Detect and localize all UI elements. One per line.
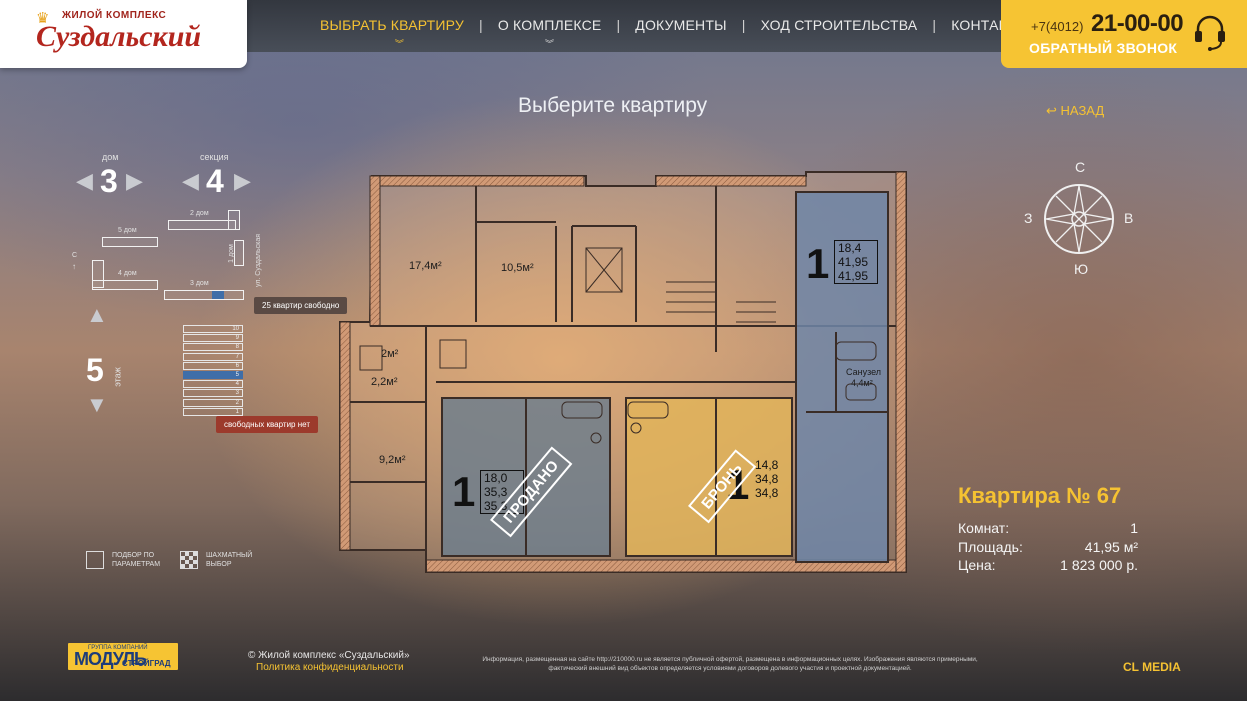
floor-row[interactable]: 7: [183, 352, 243, 361]
house-1-label: 1 дом: [227, 244, 235, 263]
section-next-arrow[interactable]: ▶: [234, 168, 251, 193]
agency-link[interactable]: CL MEDIA: [1123, 660, 1181, 674]
floor-label: этаж: [112, 367, 123, 387]
copyright: © Жилой комплекс «Суздальский»: [248, 650, 410, 661]
logo-title: Суздальский: [36, 20, 202, 53]
menu-about[interactable]: О КОМПЛЕКСЕ︾: [497, 17, 602, 49]
floor-row[interactable]: 2: [183, 398, 243, 407]
floor-up-arrow[interactable]: ▲: [86, 302, 108, 327]
bathroom-label: Санузел: [846, 367, 882, 377]
house-1-block[interactable]: [234, 240, 244, 266]
section-prev-arrow[interactable]: ◀: [182, 168, 199, 193]
floor-row[interactable]: 6: [183, 361, 243, 370]
room-area: 2,2м²: [371, 376, 398, 388]
back-link[interactable]: ↩ НАЗАД: [1046, 103, 1105, 118]
compass-south: Ю: [1074, 261, 1089, 277]
chevron-down-icon: ︾: [394, 39, 405, 49]
house-next-arrow[interactable]: ▶: [126, 168, 143, 193]
north-arrow-icon: ↑: [72, 262, 76, 271]
chess-grid-icon[interactable]: [180, 551, 198, 569]
apartment-rooms-count: 1: [806, 240, 830, 287]
chess-view-link[interactable]: ШАХМАТНЫЙ ВЫБОР: [206, 552, 253, 568]
section-number: 4: [206, 163, 224, 199]
menu-separator: |: [479, 17, 483, 33]
compass-east: В: [1124, 210, 1134, 226]
apartment-rooms-count: 1: [726, 461, 750, 508]
apartment-67[interactable]: [796, 192, 888, 562]
house-3-label: 3 дом: [190, 280, 209, 287]
disclaimer: Информация, размещенная на сайте http://…: [482, 656, 978, 672]
developer-logo[interactable]: ГРУППА КОМПАНИЙ МОДУЛЬ СТРОЙГРАД: [68, 643, 178, 670]
floor-row[interactable]: 5: [183, 371, 243, 379]
house-4-wing[interactable]: [92, 260, 104, 288]
floor-number: 5: [86, 352, 104, 388]
house-label: дом: [102, 152, 119, 162]
menu-separator: |: [616, 17, 621, 33]
menu-construction[interactable]: ХОД СТРОИТЕЛЬСТВА: [760, 17, 918, 33]
apartment-rooms-count: 1: [452, 468, 476, 515]
house-2-label: 2 дом: [190, 210, 209, 217]
free-apartments-tag: 25 квартир свободно: [254, 297, 348, 314]
floor-row[interactable]: 9: [183, 334, 243, 343]
house-number: 3: [100, 163, 118, 199]
house-2-block[interactable]: [168, 220, 236, 230]
params-filter-icon[interactable]: [86, 551, 104, 569]
info-price-row: Цена:1 823 000 р.: [958, 557, 1138, 573]
compass-west: З: [1024, 210, 1033, 226]
house-prev-arrow[interactable]: ◀: [76, 168, 93, 193]
crown-icon: ♛: [36, 10, 50, 27]
menu-documents[interactable]: ДОКУМЕНТЫ: [635, 17, 727, 33]
menu-separator: |: [932, 17, 937, 33]
floor-row[interactable]: 3: [183, 389, 243, 398]
floor-down-arrow[interactable]: ▼: [86, 392, 108, 417]
info-area-row: Площадь:41,95 м²: [958, 539, 1138, 555]
logo-subtitle: ЖИЛОЙ КОМПЛЕКС: [62, 10, 167, 21]
house-2-wing[interactable]: [228, 210, 240, 230]
phone-code: +7(4012): [1031, 19, 1084, 34]
contact-box: +7(4012) 21-00-00 ОБРАТНЫЙ ЗВОНОК: [1001, 0, 1247, 68]
privacy-policy-link[interactable]: Политика конфиденциальности: [256, 662, 404, 673]
floor-row[interactable]: 1: [183, 407, 243, 416]
menu-separator: |: [741, 17, 746, 33]
floor-row[interactable]: 4: [183, 380, 243, 389]
section-label: секция: [200, 152, 229, 162]
street-label: ул. Суздальская: [255, 233, 263, 288]
house-3-block[interactable]: [164, 290, 244, 300]
main-menu: ВЫБРАТЬ КВАРТИРУ︾ | О КОМПЛЕКСЕ︾ | ДОКУМ…: [320, 17, 1043, 49]
room-area: 2м²: [381, 348, 399, 360]
apartment-reserved[interactable]: [626, 398, 792, 556]
house-4-block[interactable]: [92, 280, 158, 290]
back-arrow-icon: ↩: [1046, 103, 1057, 118]
floor-plan: [339, 171, 907, 573]
bathroom-area: 4,4м²: [851, 378, 873, 388]
compass-rose-icon: [1044, 184, 1114, 254]
floor-row[interactable]: 10: [183, 325, 243, 333]
apartment-title: Квартира № 67: [958, 483, 1122, 508]
site-logo[interactable]: ♛ ЖИЛОЙ КОМПЛЕКС Суздальский: [0, 0, 247, 68]
params-filter-link[interactable]: ПОДБОР ПО ПАРАМЕТРАМ: [112, 552, 161, 568]
room-area: 9,2м²: [379, 454, 406, 466]
compass-north: С: [1075, 159, 1086, 175]
floor-row[interactable]: 8: [183, 343, 243, 352]
page-title: Выберите квартиру: [518, 94, 708, 117]
menu-choose-apartment[interactable]: ВЫБРАТЬ КВАРТИРУ︾: [320, 17, 465, 49]
chevron-down-icon: ︾: [545, 39, 555, 49]
room-area: 17,4м²: [409, 260, 442, 272]
headset-icon: [1195, 15, 1225, 51]
no-free-apartments-tag: свободных квартир нет: [216, 416, 318, 433]
phone-number[interactable]: 21-00-00: [1091, 10, 1184, 37]
house-4-label: 4 дом: [118, 270, 137, 277]
north-label: С: [72, 252, 78, 259]
house-5-label: 5 дом: [118, 227, 137, 234]
info-rooms-row: Комнат:1: [958, 520, 1138, 536]
callback-link[interactable]: ОБРАТНЫЙ ЗВОНОК: [1029, 40, 1178, 56]
selected-section-marker: [212, 291, 224, 299]
room-area: 10,5м²: [501, 262, 534, 274]
house-5-block[interactable]: [102, 237, 158, 247]
